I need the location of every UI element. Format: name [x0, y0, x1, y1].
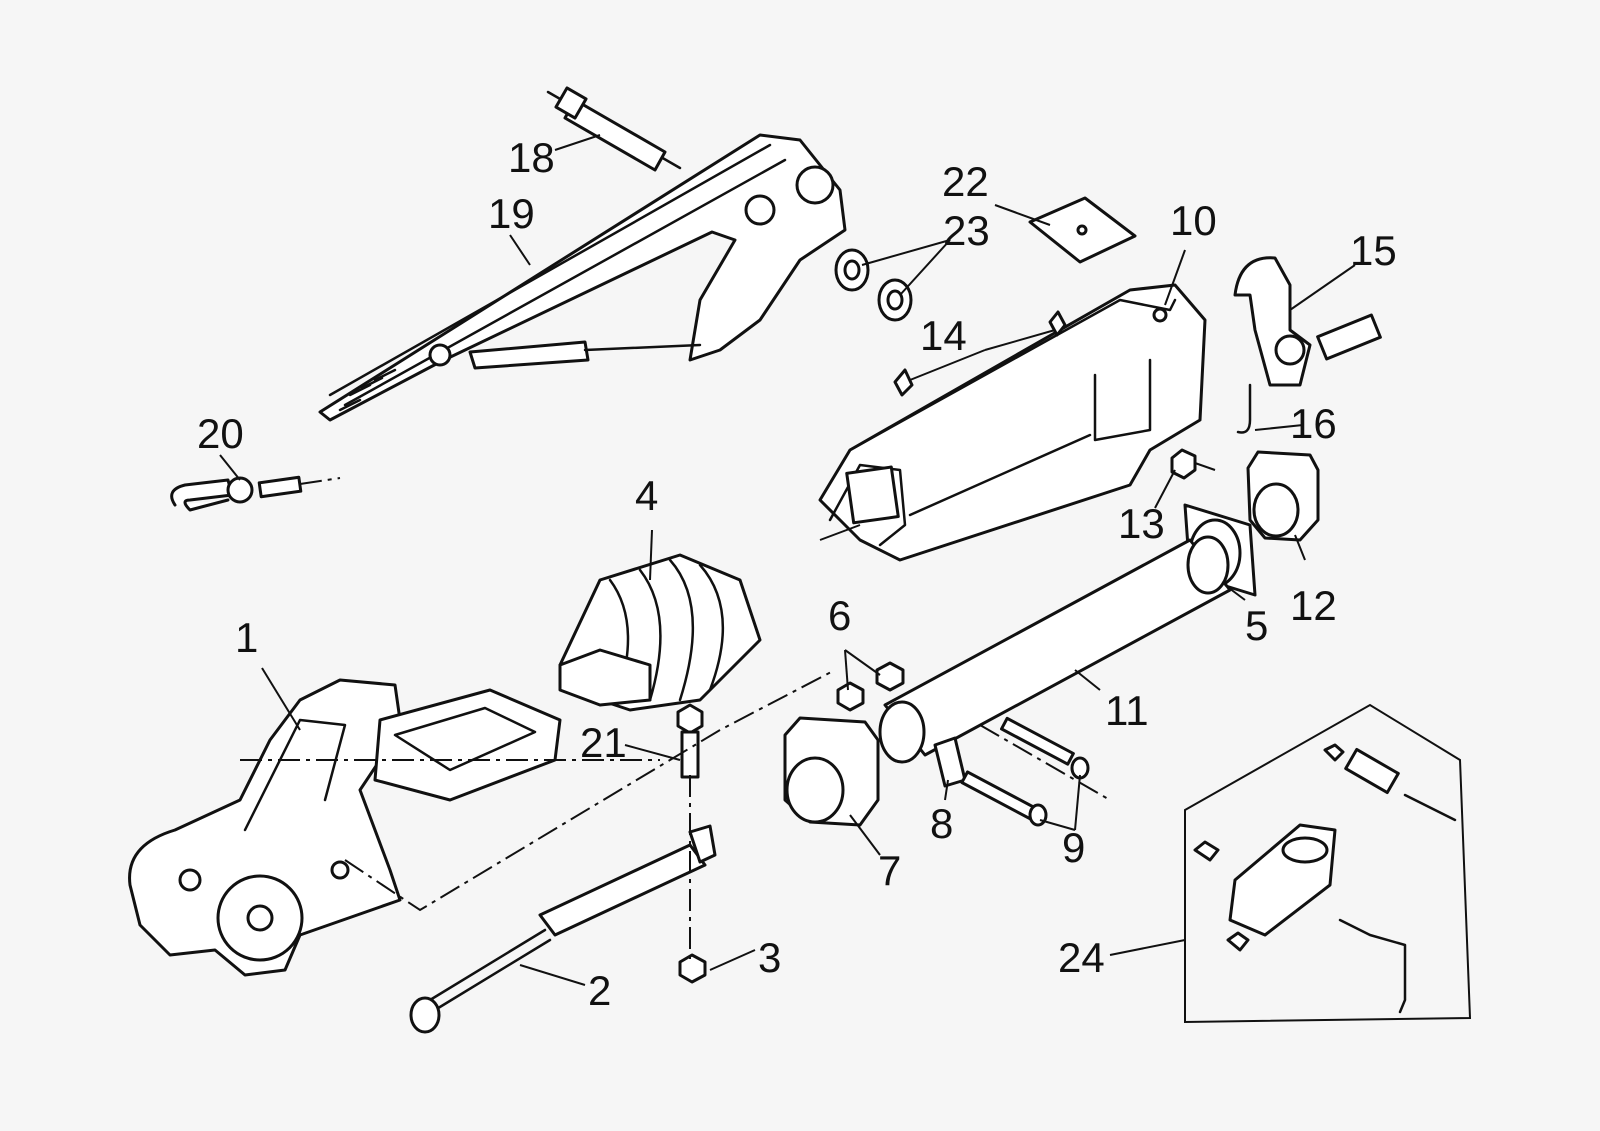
callout-9: 9 [1062, 824, 1085, 871]
part-12-bushing [1246, 450, 1320, 542]
part-3-nut [678, 953, 707, 984]
callout-23: 23 [943, 207, 990, 254]
part-11-shaft-tube [878, 535, 1232, 764]
callout-7: 7 [878, 847, 901, 894]
part-7-bushing [783, 716, 880, 827]
part-4-bellows [558, 553, 762, 712]
callout-19: 19 [488, 190, 535, 237]
part-6-nuts [836, 661, 905, 712]
callout-15: 15 [1350, 227, 1397, 274]
part-10-housing [818, 283, 1207, 562]
part-2-shock-absorber [409, 824, 717, 1034]
callout-labels: 1 2 3 4 5 6 7 8 9 10 11 12 13 14 15 16 1… [197, 134, 1397, 1014]
callout-2: 2 [588, 967, 611, 1014]
part-14-grease-nipples [893, 310, 1067, 397]
callout-10: 10 [1170, 197, 1217, 244]
part-13-nut [1170, 448, 1216, 480]
callout-18: 18 [508, 134, 555, 181]
callout-21: 21 [580, 719, 627, 766]
part-20-breakaway-cable [170, 475, 341, 512]
callout-5: 5 [1245, 602, 1268, 649]
callout-12: 12 [1290, 582, 1337, 629]
part-24-jockey-wheel-kit [1184, 703, 1472, 1024]
callout-22: 22 [942, 158, 989, 205]
callout-leaders [219, 134, 1356, 986]
part-19-drawbar-frame [318, 133, 847, 422]
part-21-bolt [676, 703, 704, 779]
callout-16: 16 [1290, 400, 1337, 447]
callout-20: 20 [197, 410, 244, 457]
part-1-coupling-head [128, 678, 562, 977]
part-15-handle-lever [1233, 256, 1382, 387]
callout-8: 8 [930, 800, 953, 847]
part-9-bolts [960, 716, 1090, 827]
part-23-washers [834, 248, 913, 322]
callout-11: 11 [1105, 687, 1149, 734]
callout-6: 6 [828, 592, 851, 639]
callout-24: 24 [1058, 934, 1105, 981]
assembly-centerlines [240, 669, 1111, 960]
callout-13: 13 [1118, 500, 1165, 547]
callout-1: 1 [235, 614, 258, 661]
callout-14: 14 [920, 312, 967, 359]
part-18-pivot-pin [546, 86, 682, 172]
callout-3: 3 [758, 934, 781, 981]
part-16-clip [1236, 383, 1252, 434]
callout-4: 4 [635, 472, 658, 519]
part-22-plate [1028, 196, 1137, 264]
